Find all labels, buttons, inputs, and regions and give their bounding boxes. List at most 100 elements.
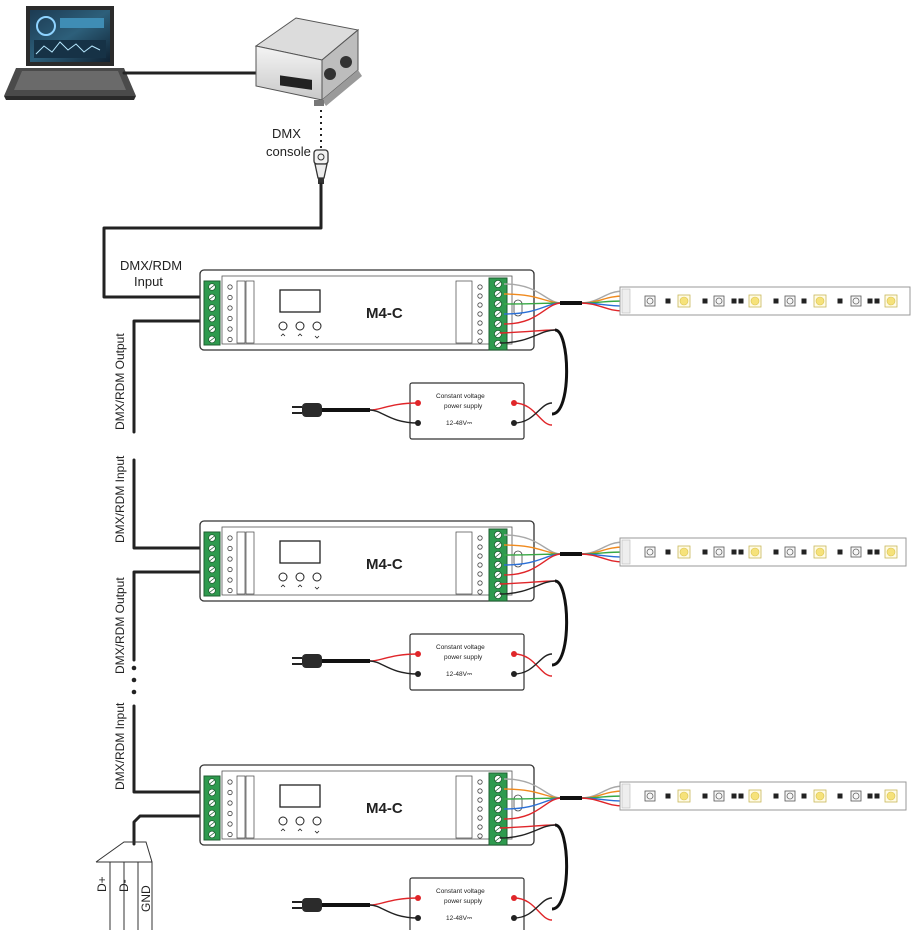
dmx-input-cable-1 (102, 182, 323, 299)
terminal-screw-slot (495, 786, 501, 792)
rgb-led-chip (850, 295, 862, 307)
vlabel-output-2: DMX/RDM Output (113, 577, 127, 674)
resistor (874, 549, 880, 555)
rgb-led-lens (852, 297, 860, 305)
vlabel-input-2: DMX/RDM Input (113, 455, 127, 543)
status-dot (227, 294, 233, 301)
mains-plug-icon (302, 403, 322, 417)
rgb-led-lens (715, 792, 723, 800)
terminal-screw-slot (209, 790, 215, 795)
dmx-chain-cable-1 (132, 319, 208, 434)
controller-model-label: M4-C (366, 800, 403, 817)
status-dot (227, 326, 233, 332)
dc-wire-negative (513, 653, 553, 675)
left-terminal-block (203, 280, 221, 346)
status-dot (477, 293, 483, 299)
controller-inner-panel (221, 770, 513, 840)
rgb-led-chip (784, 295, 796, 307)
mains-plug-icon (302, 654, 322, 668)
resistor (731, 298, 737, 304)
white-led-lens (886, 296, 896, 306)
terminal-screw-slot (209, 779, 215, 785)
terminal-screw-slot (495, 582, 501, 588)
dc-in-negative (499, 580, 556, 595)
resistor (867, 549, 873, 555)
terminal-screw-slot (209, 326, 215, 332)
resistor (837, 793, 843, 799)
dc-wire-positive (513, 653, 553, 677)
resistor (731, 549, 737, 555)
lcd-display (279, 289, 321, 313)
button-arrow (280, 333, 286, 337)
white-led-lens (815, 791, 825, 801)
rgb-led-chip (850, 790, 862, 802)
dc-cable (551, 579, 569, 667)
dc-wire-positive (513, 402, 553, 426)
rgb-led-chip (784, 546, 796, 558)
status-dot (227, 545, 233, 552)
terminal-screw-slot (495, 552, 501, 558)
mains-plug-icon (302, 898, 322, 912)
rgb-led-lens (715, 297, 723, 305)
status-dot (477, 311, 483, 317)
label-strip (245, 280, 255, 344)
button-arrow (297, 828, 303, 832)
terminal-screw-slot (209, 546, 215, 551)
terminal-screw-slot (495, 321, 501, 327)
bus-label-gnd: GND (139, 885, 153, 912)
terminal-screw-slot (495, 291, 501, 297)
resistor (738, 793, 744, 799)
input-label-top-line2: Input (134, 274, 163, 289)
dmx-bus-out-cable (132, 814, 208, 846)
right-label-strip (455, 775, 473, 839)
dc-cable (551, 328, 569, 416)
power-supply-label-line2: power supply (444, 403, 483, 410)
terminal-screw-slot (495, 826, 501, 832)
resistor (702, 298, 708, 304)
status-dot (477, 320, 483, 326)
dc-in-negative (499, 329, 556, 344)
resistor (867, 793, 873, 799)
continuation-dots (131, 665, 137, 695)
resistor (665, 298, 671, 304)
status-dot (227, 556, 233, 562)
button-arrow (280, 584, 286, 588)
resistor (773, 793, 779, 799)
status-dot (477, 815, 483, 821)
terminal-screw-slot (495, 806, 501, 812)
xlr-plug-icon (313, 149, 329, 184)
resistor (837, 298, 843, 304)
white-led-lens (750, 296, 760, 306)
led-strip-connector (621, 539, 631, 565)
terminal-screw-slot (495, 301, 501, 307)
controller-model-label: M4-C (366, 556, 403, 573)
led-strip (619, 286, 911, 316)
console-label-line1: DMX (272, 126, 301, 141)
led-strip-connector (621, 783, 631, 809)
terminal-screw-slot (209, 811, 215, 816)
resistor (665, 793, 671, 799)
status-dot (477, 544, 483, 550)
status-dot (477, 589, 483, 595)
white-led-lens (750, 791, 760, 801)
white-led-lens (750, 547, 760, 557)
terminal-screw-slot (209, 284, 215, 290)
power-supply-label-line1: Constant voltage (436, 888, 485, 895)
resistor (738, 298, 744, 304)
input-label-top-line1: DMX/RDM (120, 258, 182, 273)
control-button-3 (312, 572, 322, 582)
resistor (874, 793, 880, 799)
terminal-screw-slot (495, 836, 501, 842)
terminal-screw-slot (495, 776, 501, 782)
button-arrow (314, 586, 320, 590)
status-dot (477, 571, 483, 577)
status-dot (477, 535, 483, 541)
terminal-screw-slot (209, 588, 215, 593)
status-dot (227, 779, 233, 785)
terminal-screw-slot (495, 816, 501, 822)
terminal-screw-slot (209, 577, 215, 583)
rgb-led-chip (784, 790, 796, 802)
button-arrow (280, 828, 286, 832)
